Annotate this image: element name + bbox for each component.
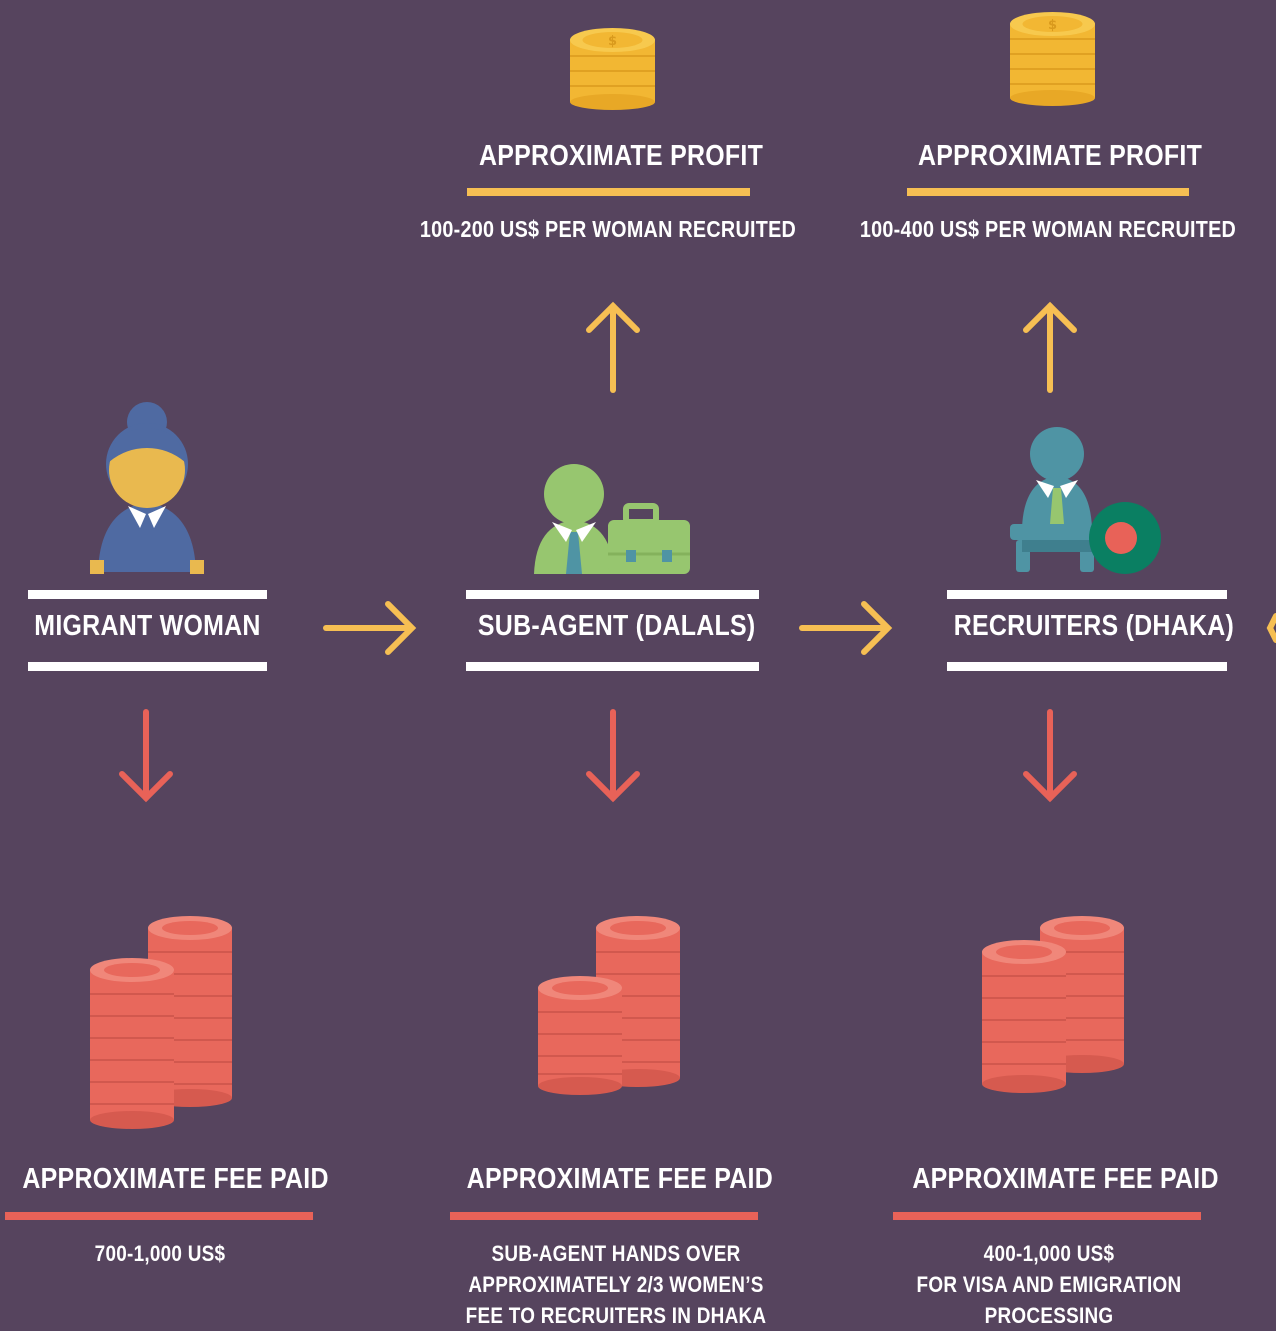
arrow-up-icon	[586, 301, 640, 393]
fee-title: APPROXIMATE FEE PAID	[22, 1163, 329, 1195]
label-bar-bottom	[947, 662, 1227, 671]
sub-agent-briefcase-icon	[534, 464, 690, 574]
fee-underline	[5, 1212, 313, 1220]
fee-title: APPROXIMATE FEE PAID	[466, 1163, 774, 1195]
profit-value: 100-400 US$ PER WOMAN RECRUITED	[859, 216, 1237, 242]
svg-text:$: $	[608, 34, 617, 49]
label-bar-top	[466, 590, 759, 599]
fee-underline	[893, 1212, 1201, 1220]
label-bar-bottom	[28, 662, 267, 671]
arrow-down-icon	[586, 709, 640, 803]
profit-underline	[467, 188, 750, 196]
arrow-down-icon	[1023, 709, 1077, 803]
actor-label-recruiters: RECRUITERS (DHAKA)	[953, 610, 1235, 642]
red-coin-stack-icon	[90, 916, 232, 1129]
fee-title: APPROXIMATE FEE PAID	[912, 1163, 1219, 1195]
recruiter-desk-flag-icon	[1010, 427, 1161, 574]
gold-coin-stack-icon: $	[570, 28, 655, 110]
migrant-woman-icon	[90, 402, 204, 574]
arrow-up-icon	[1023, 301, 1077, 393]
fee-detail: 400-1,000 US$ FOR VISA AND EMIGRATION PR…	[916, 1241, 1182, 1328]
fee-detail: 700-1,000 US$	[94, 1241, 226, 1266]
arrow-right-icon	[799, 601, 893, 655]
actor-label-sub-agent: SUB-AGENT (DALALS)	[477, 610, 756, 642]
arrow-right-icon	[323, 601, 417, 655]
svg-text:$: $	[1048, 18, 1057, 33]
label-bar-top	[947, 590, 1227, 599]
red-coin-stack-icon	[538, 916, 680, 1095]
arrow-partial-icon	[1266, 613, 1276, 643]
fee-detail: SUB-AGENT HANDS OVER APPROXIMATELY 2/3 W…	[465, 1241, 767, 1328]
label-bar-bottom	[466, 662, 759, 671]
profit-title: APPROXIMATE PROFIT	[479, 140, 764, 172]
label-bar-top	[28, 590, 267, 599]
profit-title: APPROXIMATE PROFIT	[918, 140, 1203, 172]
red-coin-stack-icon	[982, 916, 1124, 1093]
arrow-down-icon	[119, 709, 173, 803]
fee-underline	[450, 1212, 758, 1220]
profit-underline	[907, 188, 1189, 196]
actor-label-migrant-woman: MIGRANT WOMAN	[34, 610, 261, 642]
gold-coin-stack-icon: $	[1010, 12, 1095, 106]
profit-value: 100-200 US$ PER WOMAN RECRUITED	[419, 216, 797, 242]
